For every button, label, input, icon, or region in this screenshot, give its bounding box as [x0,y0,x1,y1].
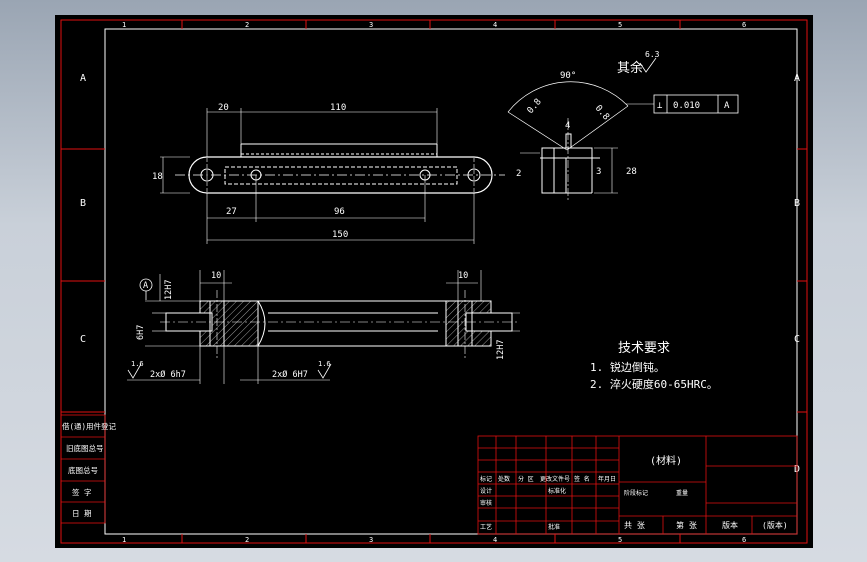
stamp-label: 日 期 [72,509,92,518]
section-view-annotations: 10 10 12H7 12H7 6H7 A 2xØ 6h7 2xØ 6H7 1.… [131,271,506,380]
tech-req-title: 技术要求 [618,341,670,356]
row-label: B [80,198,86,209]
tb-checker: 审核 [480,499,492,507]
hole-spec-right: 2xØ 6H7 [272,369,308,380]
tb-version: 版本 [722,520,738,530]
fit-12h7-right: 12H7 [496,340,506,360]
tb-date: 年月日 [598,475,616,483]
tb-process: 工艺 [480,523,492,531]
tb-total-sheets: 共 张 [624,521,645,530]
row-label: A [80,73,86,84]
surface-finish-note: 其余 [617,60,643,76]
stamp-label: 签 字 [72,487,92,497]
datum-a-label: A [143,281,148,291]
col-label: 1 [122,21,126,29]
tb-zone: 分 区 [518,475,534,483]
stamp-label: 借(通)用件登记 [62,421,117,431]
row-label: A [794,73,800,84]
dim-27: 27 [226,207,237,217]
row-label: C [80,334,86,345]
col-label: 3 [369,536,373,544]
dim-28: 28 [626,167,637,177]
section-view [127,270,520,384]
dim-3: 3 [596,167,601,177]
fit-6h7-side: 6H7 [136,325,146,340]
col-label: 1 [122,536,126,544]
top-view-dimensions: 20 110 27 96 150 18 [152,103,348,240]
dim-96: 96 [334,207,345,217]
stamp-label: 底图总号 [68,465,98,475]
tech-req-item-2: 2. 淬火硬度60-65HRC。 [590,377,718,391]
tb-sign: 签 名 [574,475,590,483]
col-label: 2 [245,21,249,29]
col-label: 3 [369,21,373,29]
col-label: 4 [493,21,497,29]
col-label: 2 [245,536,249,544]
dim-20: 20 [218,103,229,113]
surface-finish-value: 6.3 [645,50,660,59]
tb-standardization: 标准化 [548,487,566,495]
tb-designer: 设计 [480,487,492,495]
row-label: C [794,334,800,345]
drawing-frame [60,19,808,544]
drawing-background [55,15,813,548]
dim-10-right: 10 [458,271,468,281]
material-label: (材料) [650,454,682,467]
tb-change-doc: 更改文件号 [540,475,570,483]
tb-weight: 重量 [676,489,688,497]
tolerance-datum: A [724,101,730,111]
dim-2: 2 [516,169,521,179]
dim-150: 150 [332,230,348,240]
border-zone-labels: 1 2 3 4 5 6 1 2 3 4 5 6 A B C A B C D [80,21,800,544]
row-label: B [794,198,800,209]
tolerance-value: 0.010 [673,101,700,111]
col-label: 6 [742,21,746,29]
tb-mark: 标记 [480,475,492,483]
tolerance-symbol: ⊥ [657,101,663,111]
roughness-right: 1.6 [318,360,331,368]
col-label: 6 [742,536,746,544]
dim-18: 18 [152,172,163,182]
tb-count: 处数 [498,475,510,483]
tech-req-item-1: 1. 锐边倒钝。 [590,360,665,374]
side-view [507,57,739,200]
col-label: 4 [493,536,497,544]
stamp-label: 旧底图总号 [66,443,104,453]
tb-approver: 批准 [548,523,560,531]
dim-110: 110 [330,103,346,113]
hole-spec-left: 2xØ 6h7 [150,369,186,380]
top-view [160,108,505,244]
technical-requirements: 技术要求 1. 锐边倒钝。 2. 淬火硬度60-65HRC。 [590,341,718,391]
roughness-left: 1.6 [131,360,144,368]
dim-10-left: 10 [211,271,221,281]
fit-12h7-left: 12H7 [164,280,174,300]
tb-replaces: (版本) [762,520,788,530]
dim-4: 4 [565,121,570,131]
title-block: (材料) 标记 处数 分 区 更改文件号 签 名 年月日 设计 标准化 审核 工… [477,435,798,535]
tb-stage-mark: 阶段标记 [624,489,648,497]
col-label: 5 [618,536,622,544]
col-label: 5 [618,21,622,29]
tb-sheet-no: 第 张 [676,520,697,530]
angle-label: 90° [560,71,576,81]
left-stamp-column: 借(通)用件登记 旧底图总号 底图总号 签 字 日 期 [60,414,117,524]
